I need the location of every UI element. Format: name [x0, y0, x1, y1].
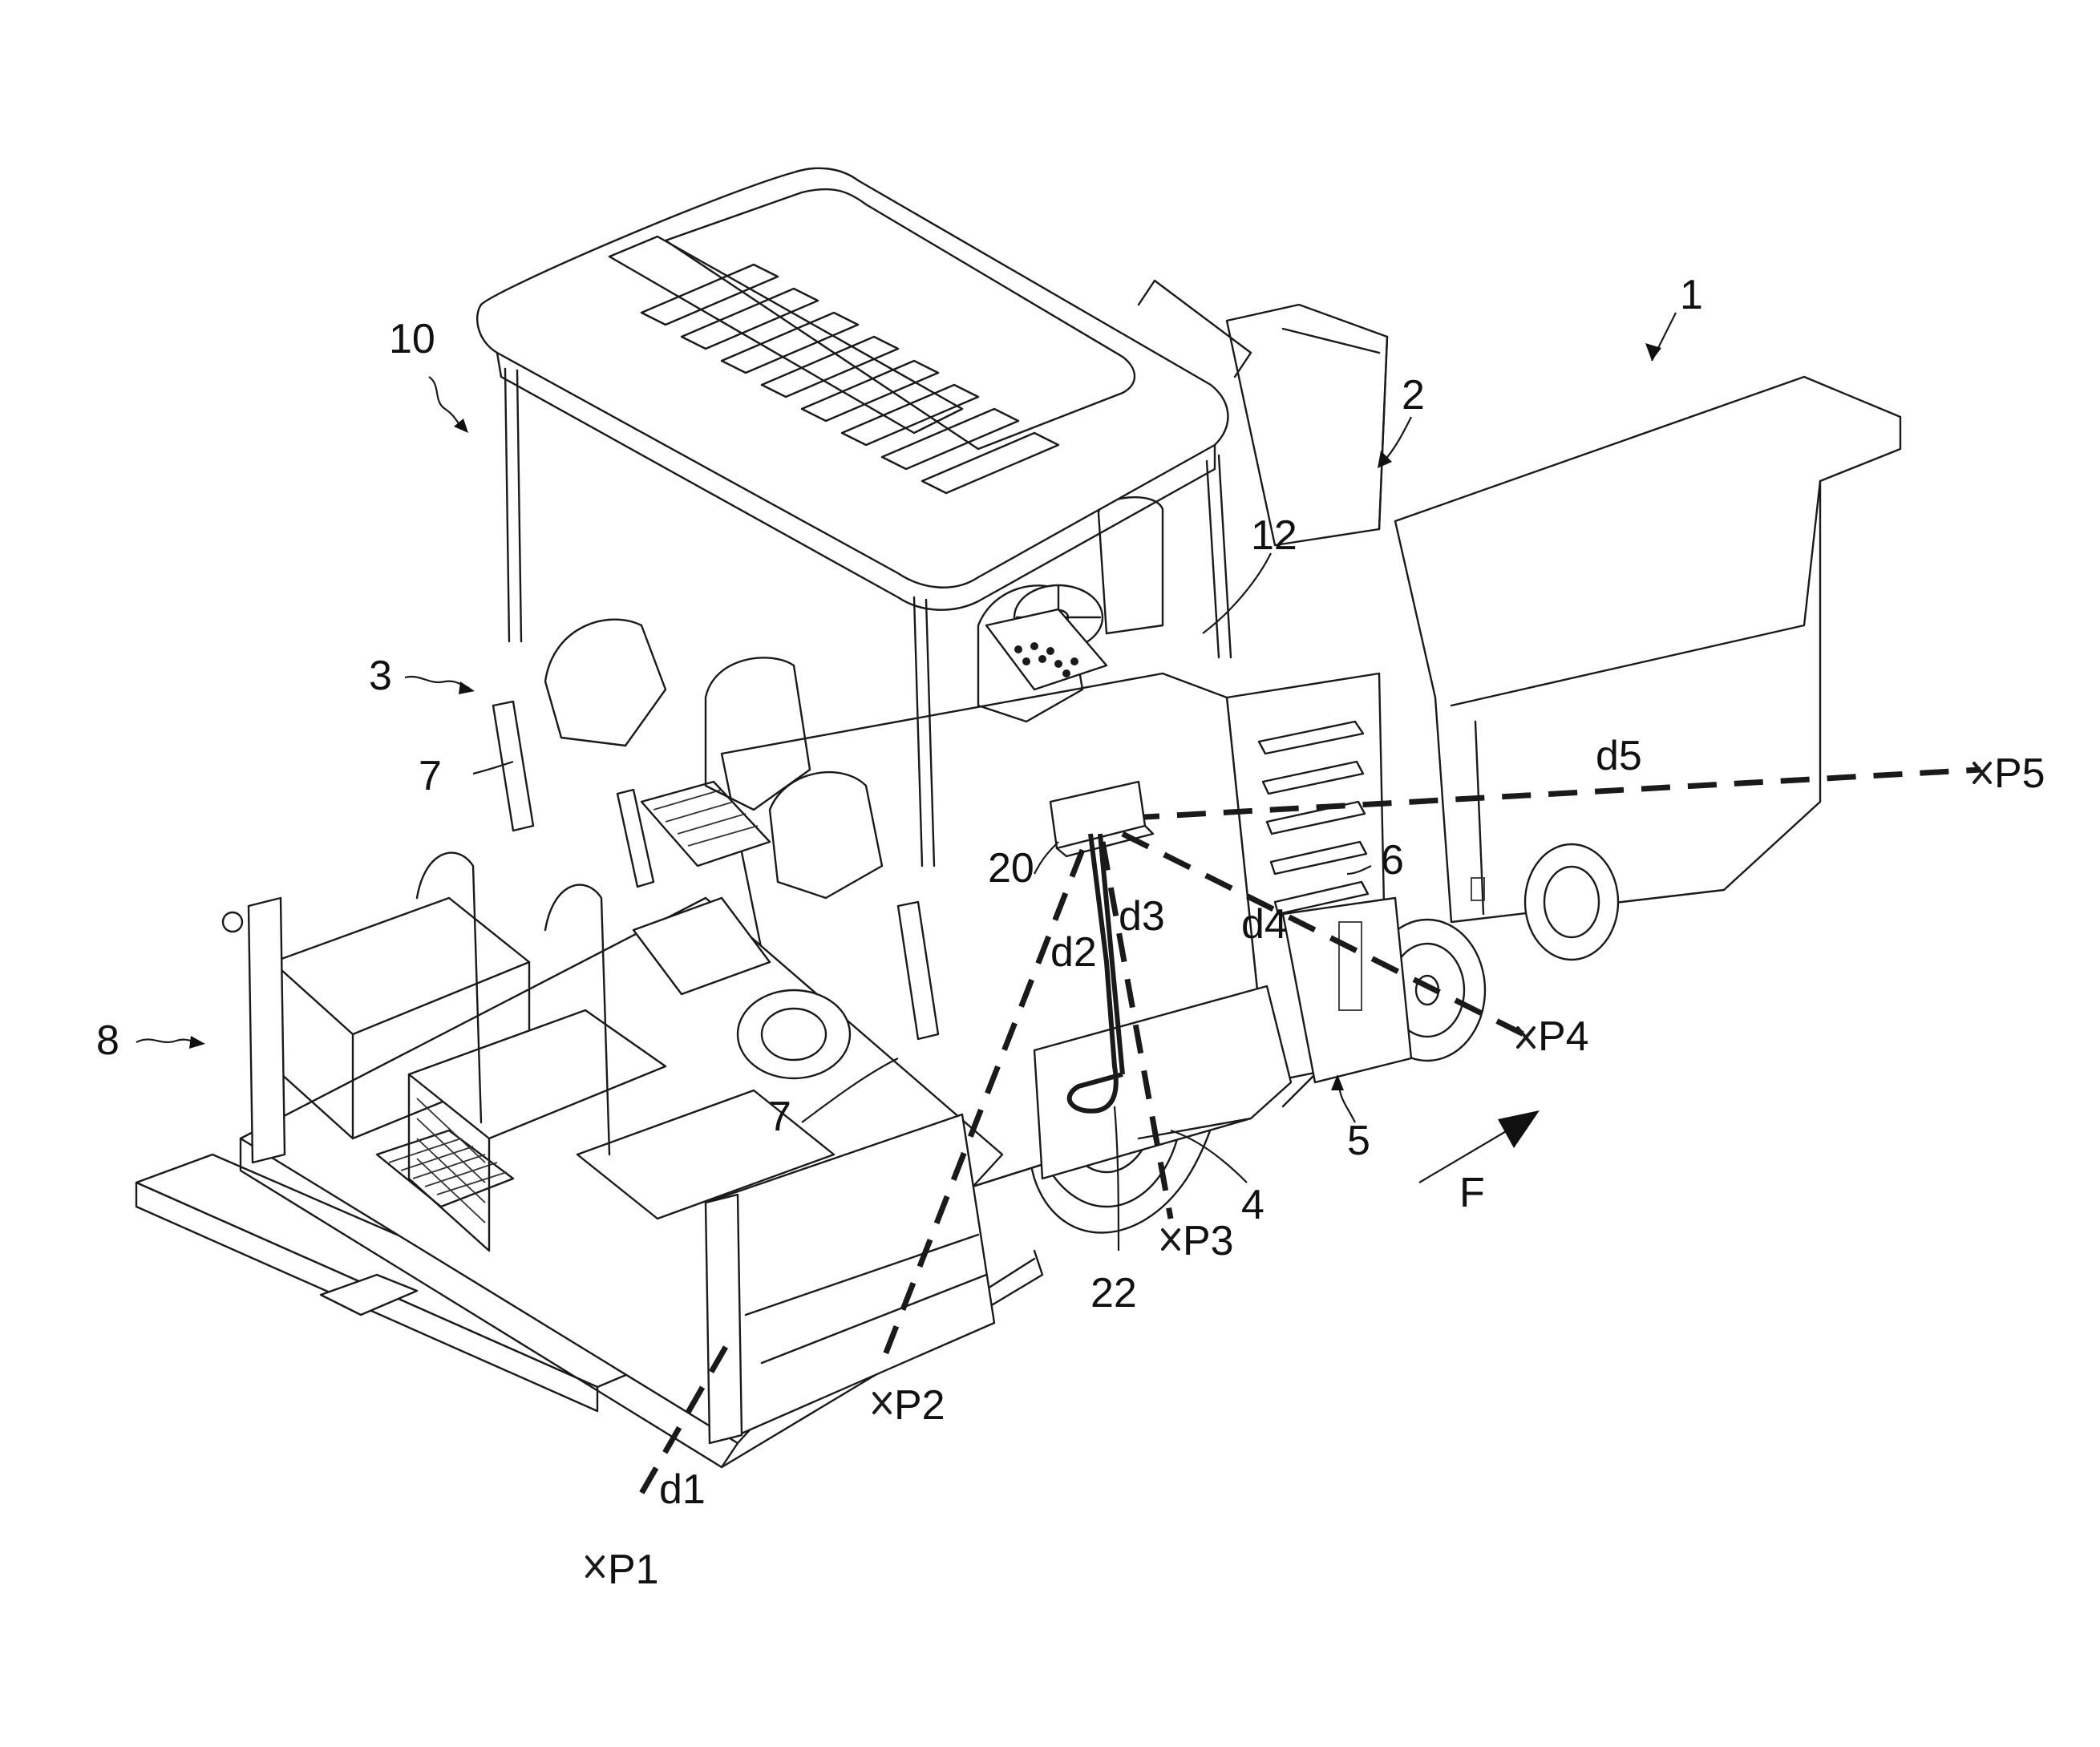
label-5: 5 [1347, 1118, 1370, 1164]
label-d4: d4 [1241, 901, 1288, 948]
label-d5: d5 [1596, 733, 1642, 779]
label-10: 10 [389, 316, 435, 362]
point-p4-cross [1518, 1028, 1534, 1047]
label-7-lower: 7 [768, 1094, 791, 1140]
label-22: 22 [1090, 1270, 1137, 1316]
label-7-upper: 7 [419, 753, 442, 799]
label-p3: P3 [1183, 1218, 1234, 1264]
label-d2: d2 [1050, 929, 1097, 976]
label-20: 20 [988, 845, 1034, 892]
label-p4: P4 [1538, 1013, 1589, 1060]
label-2: 2 [1402, 372, 1425, 419]
label-p5: P5 [1994, 750, 2045, 797]
point-p5-cross [1974, 763, 1990, 783]
label-4: 4 [1241, 1182, 1264, 1228]
label-6: 6 [1381, 837, 1404, 884]
point-p2-cross [874, 1393, 890, 1413]
point-p1-cross [587, 1557, 603, 1576]
label-direction-f: F [1459, 1170, 1485, 1216]
label-p2: P2 [894, 1382, 945, 1429]
label-12: 12 [1251, 512, 1297, 559]
road-paver-illustration [136, 168, 1900, 1467]
label-3: 3 [369, 653, 392, 699]
label-1: 1 [1680, 272, 1703, 318]
label-p1: P1 [608, 1547, 659, 1593]
point-p3-cross [1163, 1230, 1179, 1249]
label-d3: d3 [1119, 893, 1165, 940]
label-d1: d1 [659, 1466, 706, 1513]
label-8: 8 [96, 1017, 119, 1064]
